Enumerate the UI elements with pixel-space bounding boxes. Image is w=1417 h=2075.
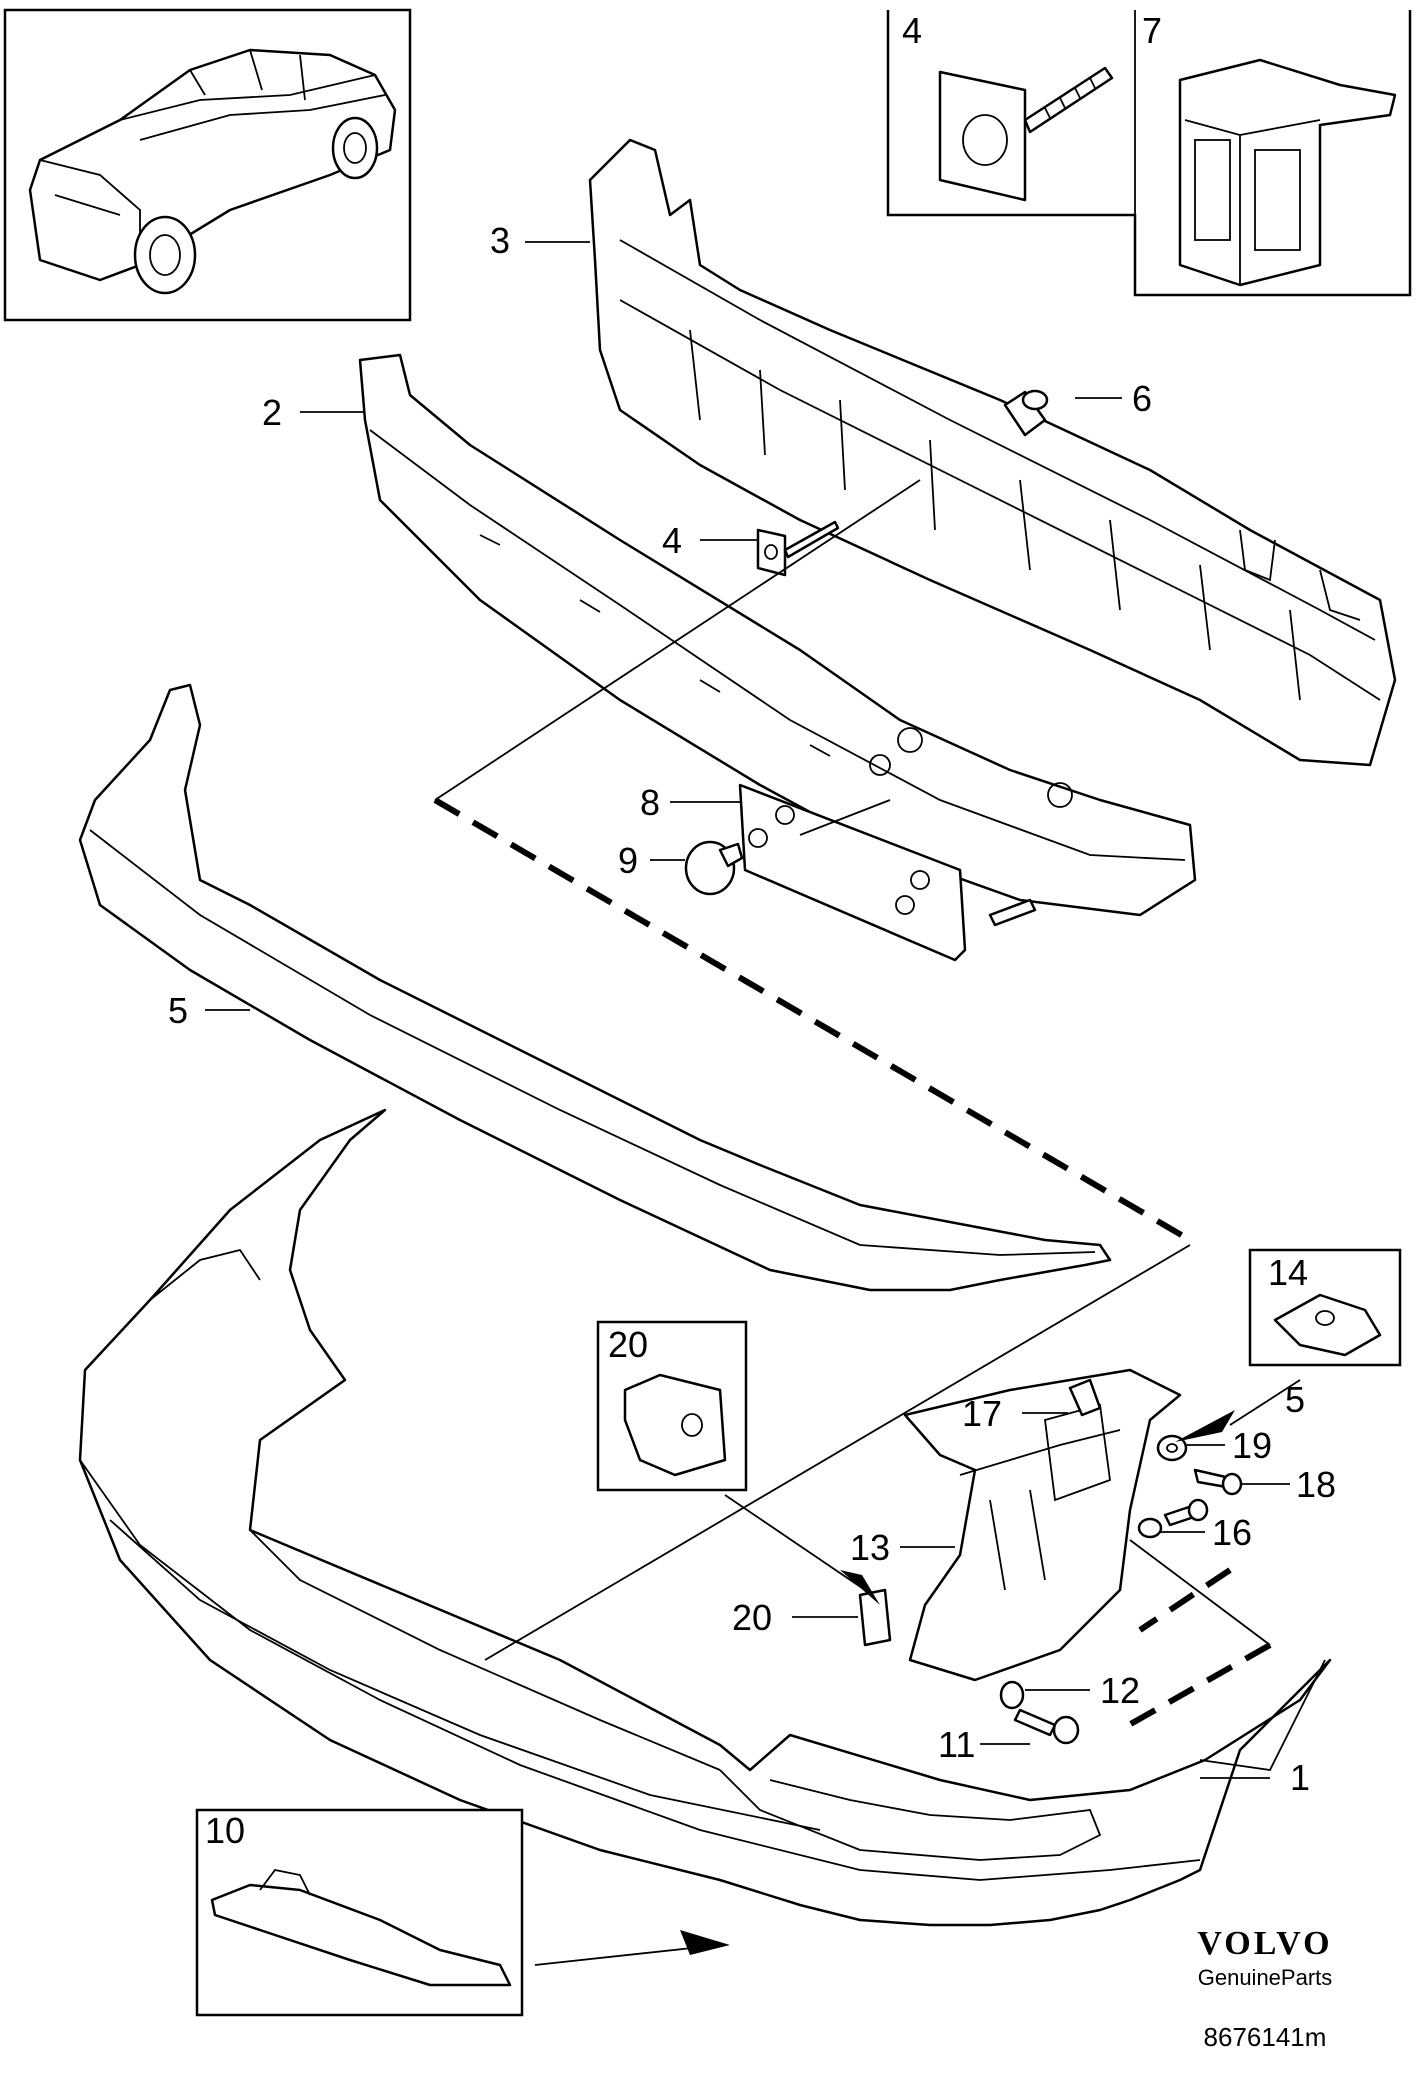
- callout-18: 18: [1296, 1464, 1336, 1505]
- part-3-bumper-carrier: [588, 138, 1397, 767]
- inset-box-20: [596, 1320, 748, 1492]
- vehicle-thumbnail: [3, 8, 412, 322]
- callout-20-inset: 20: [608, 1324, 648, 1365]
- callout-4-inset: 4: [902, 10, 922, 51]
- callout-1: 1: [1290, 1757, 1310, 1798]
- callout-19: 19: [1232, 1425, 1272, 1466]
- diagram-number: 8676141m: [1203, 2022, 1327, 2052]
- callout-10: 10: [205, 1810, 245, 1851]
- dashed-connectors: [433, 797, 1272, 1733]
- callout-5-side: 5: [1285, 1379, 1305, 1420]
- callout-4: 4: [662, 520, 682, 561]
- callout-11: 11: [938, 1724, 975, 1765]
- part-13-side-bracket: [903, 1368, 1182, 1682]
- inset-box-10: [195, 1808, 524, 2017]
- volvo-brand-block: VOLVO GenuineParts: [1150, 1925, 1380, 1991]
- callout-labels: 1 2 3 4 4 5 5 6 7 8 9 10 11 12 13 14 16 …: [168, 10, 1336, 1851]
- part-4-clip: [756, 520, 840, 577]
- callout-9: 9: [618, 840, 638, 881]
- callout-14: 14: [1268, 1252, 1308, 1293]
- callout-13: 13: [850, 1527, 890, 1568]
- callout-8: 8: [640, 782, 660, 823]
- part-6-spacer: [1003, 389, 1049, 437]
- callout-2: 2: [262, 392, 282, 433]
- inset-box-4-7: [886, 10, 1412, 297]
- leader-lines: [205, 241, 1301, 1966]
- part-5-trim-strip: [78, 683, 1112, 1292]
- callout-6: 6: [1132, 378, 1152, 419]
- fasteners-group: [858, 1378, 1243, 1745]
- callout-12: 12: [1100, 1670, 1140, 1711]
- callout-5: 5: [168, 990, 188, 1031]
- callout-17: 17: [962, 1393, 1002, 1434]
- arrowheads: [680, 1410, 1235, 1955]
- callout-3: 3: [490, 220, 510, 261]
- volvo-logo: VOLVO: [1197, 1925, 1333, 1962]
- callout-20: 20: [732, 1597, 772, 1638]
- callout-16: 16: [1212, 1512, 1252, 1553]
- brand-subtitle: GenuineParts: [1197, 1965, 1333, 1990]
- part-8-plate-bracket: [738, 783, 1037, 962]
- part-2-energy-absorber: [358, 353, 1197, 917]
- callout-7: 7: [1142, 10, 1162, 51]
- inset-box-14: [1248, 1248, 1402, 1367]
- part-9-push-clip: [684, 840, 744, 896]
- part-1-bumper-cover: [78, 1108, 1332, 1927]
